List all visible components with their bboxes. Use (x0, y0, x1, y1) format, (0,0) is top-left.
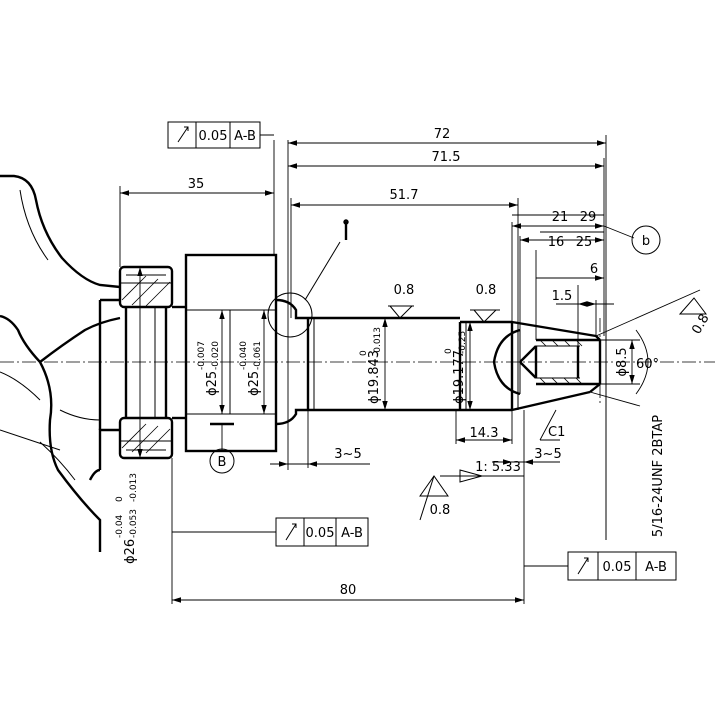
svg-text:-0.013: -0.013 (373, 327, 383, 356)
svg-text:0: 0 (444, 348, 454, 354)
svg-text:-0.04: -0.04 (115, 514, 125, 538)
dim-6-label: 6 (590, 262, 598, 277)
datum-b-upper-label: B (218, 455, 227, 470)
roughness-symbol-4 (678, 297, 707, 315)
tol-1-datum: A-B (234, 129, 256, 144)
roughness-symbol-3 (419, 475, 449, 497)
angle-60-label: 60° (636, 357, 659, 372)
dim-3-5-right-label: 3~5 (534, 447, 561, 462)
dim-16-label: 16 (548, 235, 565, 250)
dia-25-b-label: ϕ25 -0.040 -0.061 (239, 341, 263, 396)
svg-text:ϕ25: ϕ25 (247, 371, 262, 396)
dia-25-a-label: ϕ25 -0.007 -0.020 (197, 341, 221, 396)
roughness-symbols (388, 297, 707, 521)
svg-text:0: 0 (359, 350, 369, 356)
taper-symbol (459, 469, 484, 483)
runout-icon-1 (177, 126, 189, 143)
svg-text:-0.020: -0.020 (211, 341, 221, 370)
tolerance-frame-3 (524, 551, 677, 581)
dia-26-label: ϕ26 -0.04 -0.053 0 -0.013 (115, 473, 139, 564)
tapped-hole (492, 328, 600, 396)
dim-14-3-label: 14.3 (470, 426, 499, 441)
roughness-value-4: 0.8 (689, 312, 712, 337)
svg-text:-0.040: -0.040 (239, 341, 249, 370)
svg-text:ϕ19.843: ϕ19.843 (367, 350, 382, 404)
tol-2-datum: A-B (341, 526, 363, 541)
dim-21-label: 21 (552, 210, 569, 225)
datum-b-upper-circle (209, 448, 235, 474)
dia-8-5-label: ϕ8.5 (615, 347, 630, 376)
detail-leader (304, 241, 341, 301)
dim-60-arc (635, 329, 649, 395)
tol-1-value: 0.05 (199, 129, 228, 144)
svg-text:-0.007: -0.007 (197, 341, 207, 370)
chamfer-leader (539, 409, 557, 441)
roughness-symbol-1 (388, 305, 414, 319)
tol-3-datum: A-B (645, 560, 667, 575)
detail-circle (267, 292, 313, 338)
svg-text:-0.25: -0.25 (458, 331, 468, 354)
dim-1-5-label: 1.5 (552, 289, 573, 304)
dim-80-label: 80 (340, 583, 357, 598)
tol-2-value: 0.05 (306, 526, 335, 541)
dim-29-label: 29 (580, 210, 597, 225)
dim-72-label: 72 (434, 127, 451, 142)
svg-text:ϕ25: ϕ25 (205, 371, 220, 396)
svg-text:ϕ26: ϕ26 (123, 539, 138, 564)
bearing-ring (118, 265, 174, 460)
svg-text:ϕ19.177: ϕ19.177 (452, 350, 467, 404)
dim-35-label: 35 (188, 177, 205, 192)
dimension-lines (120, 140, 701, 603)
chamfer-label: C1 (548, 425, 565, 440)
roughness-value-3: 0.8 (430, 503, 451, 518)
svg-text:0: 0 (115, 496, 125, 502)
thread-label: 5/16-24UNF 2BTAP (651, 415, 666, 537)
tolerance-frame-1 (167, 121, 274, 149)
roughness-symbol-2 (472, 309, 498, 323)
shaft-body (172, 253, 602, 453)
dim-51-7-label: 51.7 (390, 188, 419, 203)
dia-19-177-label: ϕ19.177 0 -0.25 (444, 331, 468, 404)
datum-b-lower-circle (631, 225, 661, 255)
crank-web (0, 174, 121, 552)
runout-icon-3 (577, 557, 589, 575)
datum-b-lower-label: b (642, 234, 650, 249)
tol-3-value: 0.05 (603, 560, 632, 575)
dim-3-5-left-label: 3~5 (334, 447, 361, 462)
roughness-value-2: 0.8 (476, 283, 497, 298)
svg-text:-0.061: -0.061 (253, 341, 263, 370)
svg-text:-0.013: -0.013 (129, 473, 139, 502)
runout-icon-2 (285, 523, 297, 541)
tolerance-frame-2 (172, 517, 369, 547)
dim-71-5-label: 71.5 (432, 150, 461, 165)
svg-text:-0.053: -0.053 (129, 509, 139, 538)
dia-19-843-label: ϕ19.843 0 -0.013 (359, 327, 383, 404)
dim-25-label: 25 (576, 235, 593, 250)
taper-label: 1: 5.33 (475, 460, 521, 475)
text-labels: 72 71.5 35 51.7 21 29 16 25 6 1.5 14.3 3… (115, 127, 713, 598)
roughness-value-1: 0.8 (394, 283, 415, 298)
